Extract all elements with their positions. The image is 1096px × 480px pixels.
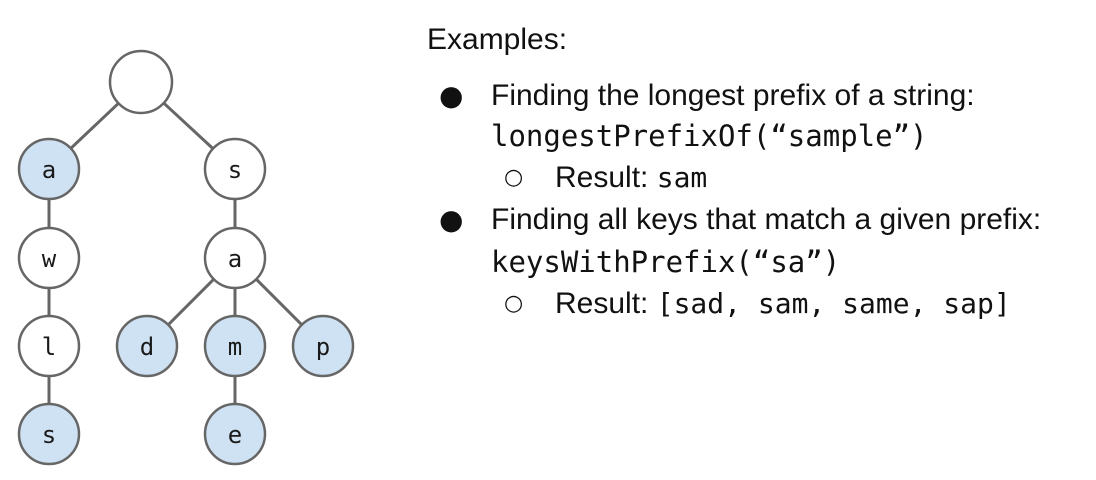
trie-node-p: p	[291, 314, 355, 378]
trie-node-circle	[203, 137, 267, 201]
trie-edge-root-a1	[69, 102, 120, 150]
trie-node-circle	[203, 226, 267, 290]
trie-node-s2: s	[17, 402, 81, 466]
trie-node-label: a	[42, 156, 56, 184]
example-2-description: Finding all keys that match a given pref…	[491, 203, 1042, 236]
trie-node-s1: s	[203, 137, 267, 201]
example-2-result: Result: [sad, sam, same, sap]	[555, 284, 1011, 324]
example-1-result-label: Result:	[555, 161, 649, 194]
trie-edge-a2-p	[255, 278, 303, 326]
trie-node-circle	[291, 314, 355, 378]
trie-node-circle	[17, 226, 81, 290]
example-1-description: Finding the longest prefix of a string:	[491, 79, 975, 112]
trie-node-label: d	[140, 333, 154, 361]
example-2-result-value: [sad, sam, same, sap]	[656, 287, 1011, 320]
trie-node-circle	[115, 314, 179, 378]
trie-node-circle	[203, 314, 267, 378]
trie-node-label: s	[228, 156, 242, 184]
trie-node-label: l	[42, 333, 56, 361]
trie-node-m: m	[203, 314, 267, 378]
trie-edge-a2-d	[167, 278, 215, 326]
trie-node-label: w	[42, 245, 57, 273]
trie-node-circle	[17, 314, 81, 378]
trie-node-circle	[108, 49, 174, 115]
example-1-result: Result: sam	[555, 158, 707, 198]
bullet-icon: ●	[439, 203, 464, 236]
example-1-result-value: sam	[656, 161, 708, 194]
trie-node-e: e	[203, 402, 267, 466]
trie-node-a1: a	[17, 137, 81, 201]
example-2-code: keysWithPrefix(“sa”)	[491, 245, 841, 279]
trie-edges	[47, 101, 303, 404]
trie-node-l: l	[17, 314, 81, 378]
trie-node-label: p	[316, 333, 330, 361]
trie-node-circle	[17, 137, 81, 201]
trie-node-label: e	[228, 421, 242, 449]
trie-node-w: w	[17, 226, 81, 290]
trie-edge-root-s1	[162, 101, 215, 150]
bullet-icon: ●	[439, 79, 464, 112]
examples-heading: Examples:	[427, 23, 568, 56]
trie-node-label: m	[228, 333, 242, 361]
trie-node-circle	[17, 402, 81, 466]
example-1-code: longestPrefixOf(“sample”)	[491, 119, 928, 153]
trie-node-a2: a	[203, 226, 267, 290]
trie-node-circle	[203, 402, 267, 466]
trie-node-label: a	[228, 245, 242, 273]
sub-bullet-icon: ○	[504, 165, 524, 190]
trie-node-d: d	[115, 314, 179, 378]
trie-diagram: a s w a l d m p s e	[17, 49, 355, 466]
trie-node-label: s	[42, 421, 56, 449]
trie-node-root	[108, 49, 174, 115]
sub-bullet-icon: ○	[504, 291, 524, 316]
example-2-result-label: Result:	[555, 287, 649, 320]
